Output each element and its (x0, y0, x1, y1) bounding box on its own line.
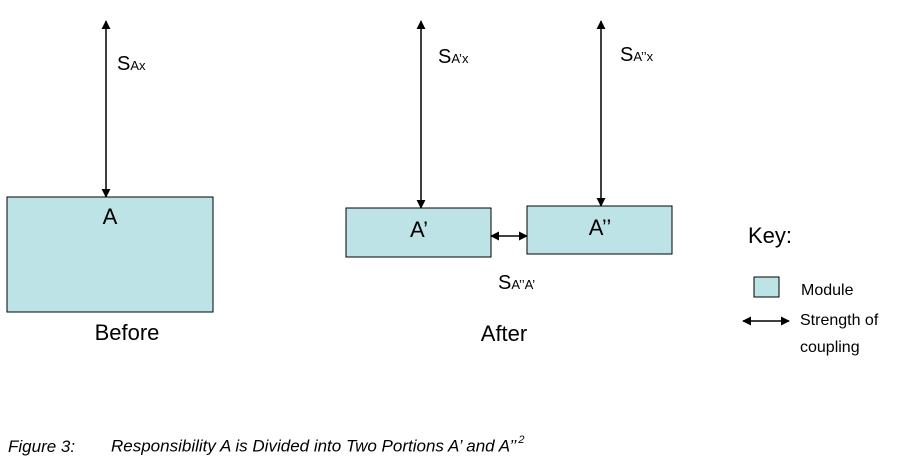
strength-label-a: SAx (117, 53, 146, 75)
key-title: Key: (748, 223, 792, 248)
key-coupling-label-line1: Strength of (800, 312, 879, 329)
key-module-swatch (753, 276, 780, 298)
module-box-a-double-prime (526, 205, 673, 255)
key-coupling-label-line2: coupling (800, 339, 860, 356)
coupling-label-main: S (498, 272, 511, 294)
coupling-label: SA’’A’ (498, 272, 535, 294)
before-label: Before (95, 320, 160, 345)
strength-label-a-double-prime-sub: A’’x (633, 49, 653, 64)
key-legend: Key: Module Strength of coupling (742, 223, 879, 356)
before-group: SAx A Before (6, 20, 214, 345)
key-module-label: Module (801, 282, 854, 299)
figure-number: Figure 3: (8, 436, 76, 456)
figure-caption: Figure 3: Responsibility A is Divided int… (8, 434, 525, 457)
strength-label-a-prime-sub: A’x (451, 51, 469, 66)
module-box-a (6, 196, 214, 313)
figure-footnote: 2 (518, 434, 525, 446)
module-label-a-double-prime: A’’ (589, 215, 611, 240)
strength-label-a-double-prime: SA’’x (620, 44, 654, 66)
coupling-label-sub: A’’A’ (511, 277, 535, 292)
figure-caption-text: Responsibility A is Divided into Two Por… (111, 436, 517, 456)
module-label-a: A (103, 204, 118, 229)
module-label-a-prime: A’ (410, 217, 428, 242)
module-box-a-prime (345, 207, 492, 258)
strength-label-a-prime-main: S (438, 46, 451, 68)
strength-label-a-double-prime-main: S (620, 44, 633, 66)
strength-label-a-sub: Ax (130, 58, 146, 73)
strength-label-a-main: S (117, 53, 130, 75)
after-label: After (481, 321, 527, 346)
strength-label-a-prime: SA’x (438, 46, 469, 68)
after-group: SA’x SA’’x A’ A’’ SA’’A’ After (345, 20, 673, 346)
